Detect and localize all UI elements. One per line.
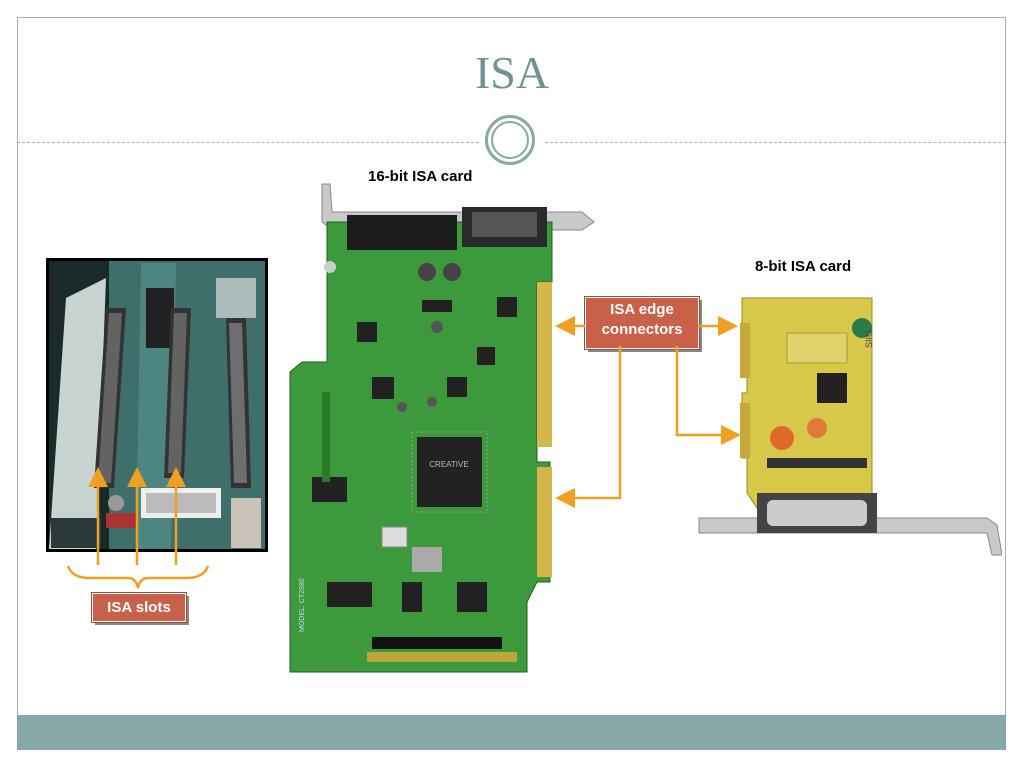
- title-divider-right: [545, 142, 1006, 143]
- callout-isa-slots: ISA slots: [91, 592, 187, 623]
- isa-8bit-card-photo: SIIG: [697, 293, 1002, 558]
- footer-band: [17, 715, 1006, 750]
- slots-brace: [66, 565, 210, 589]
- label-8bit-isa-card: 8-bit ISA card: [755, 258, 852, 275]
- chip-brand-text: CREATIVE: [429, 460, 468, 469]
- card8-brand-text: SIIG: [864, 330, 874, 348]
- callout-isa-edge-connectors: ISA edge connectors: [584, 296, 700, 350]
- arrow-to-16bit-lower-connector: [555, 346, 622, 508]
- card-model-text: MODEL: CT2980: [299, 578, 306, 632]
- label-16bit-isa-card: 16-bit ISA card: [368, 168, 473, 185]
- divider-ring-inner: [491, 121, 529, 159]
- isa-16bit-card-photo: CREATIVE MODEL: CT2980: [282, 182, 607, 679]
- slide-title: ISA: [474, 47, 550, 98]
- title-divider-left: [17, 142, 479, 143]
- arrow-to-8bit-lower-connector: [675, 346, 741, 445]
